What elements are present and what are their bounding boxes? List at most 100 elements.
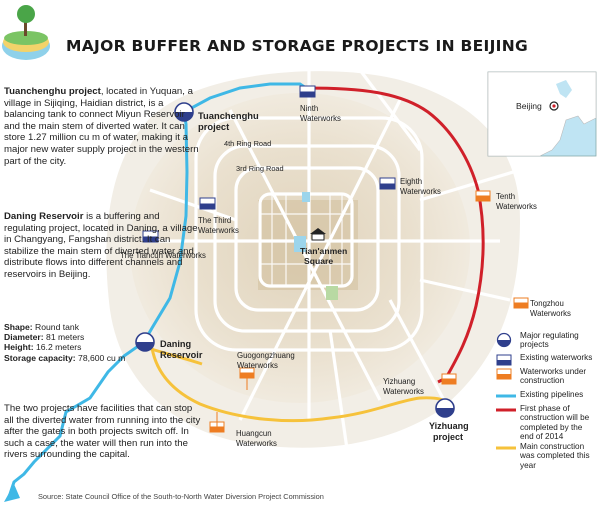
- map-label-yizhuang-waterworks: Yizhuang Waterworks: [383, 377, 424, 396]
- main-construction-line: [150, 347, 452, 423]
- yizhuang-waterworks-marker: [441, 373, 457, 385]
- third-ring-road: [234, 166, 380, 312]
- height-label: Height:: [4, 342, 34, 353]
- capacity-value: 78,600 cu m: [78, 352, 126, 363]
- map-label-ninth: Ninth Waterworks: [300, 104, 341, 123]
- legend-construction-waterworks-label: Waterworks under construction: [520, 367, 587, 386]
- svg-text:Yizhuang: Yizhuang: [429, 421, 469, 431]
- tuanchenghu-description: Tuanchenghu project, located in Yuquan, …: [4, 86, 202, 167]
- map-label-yizhuang-project: Yizhuang project: [429, 421, 469, 442]
- lake: [302, 192, 310, 202]
- map-label-guogongzhuang: Guogongzhuang Waterworks: [237, 351, 295, 370]
- map-label-daning: Daning Reservoir: [160, 339, 203, 360]
- first-phase-line: [305, 86, 485, 384]
- map-label-tiancun: The Tiancun Waterworks: [120, 251, 206, 260]
- legend-item-construction-waterworks: Waterworks under construction: [494, 367, 598, 390]
- map-label-tuanchenghu: Tuanchenghu project: [198, 110, 259, 132]
- shape-value: Round tank: [35, 322, 80, 332]
- svg-text:Waterworks: Waterworks: [496, 202, 537, 211]
- legend-item-existing-waterworks: Existing waterworks: [494, 353, 598, 367]
- svg-text:The Third: The Third: [198, 216, 231, 225]
- legend-item-first-phase: First phase of construction will be comp…: [494, 404, 598, 442]
- locator-inset-map: Beijing: [487, 71, 597, 157]
- main-construction-swatch-icon: [496, 446, 516, 450]
- daning-heading: Daning Reservoir: [4, 211, 84, 222]
- legend-item-pipelines: Existing pipelines: [494, 390, 598, 404]
- daning-description: Daning Reservoir is a buffering and regu…: [4, 211, 202, 281]
- map-label-tiananmen: Tian'anmen Square: [300, 246, 347, 266]
- legend-regulating-label: Major regulating projects: [520, 331, 579, 350]
- ninth-waterworks-marker: [299, 85, 316, 98]
- svg-text:Eighth: Eighth: [400, 177, 422, 186]
- park: [326, 286, 338, 300]
- pipeline-flow-arrow: [4, 484, 20, 502]
- svg-text:Tuanchenghu: Tuanchenghu: [198, 110, 259, 121]
- title-emblem-icon: [2, 5, 50, 60]
- yizhuang-project-marker: [435, 398, 455, 418]
- diameter-value: 81 meters: [46, 332, 85, 343]
- height-value: 16.2 meters: [36, 342, 82, 353]
- svg-text:Yizhuang: Yizhuang: [383, 377, 415, 386]
- lake: [294, 236, 306, 252]
- map-label-huangcun: Huangcun Waterworks: [236, 429, 277, 448]
- svg-text:Tenth: Tenth: [496, 192, 515, 201]
- tuanchenghu-project-marker: [174, 102, 194, 122]
- diameter-label: Diameter:: [4, 332, 44, 343]
- legend-pipelines-label: Existing pipelines: [520, 390, 584, 399]
- svg-text:Reservoir: Reservoir: [160, 350, 203, 360]
- svg-text:Waterworks: Waterworks: [300, 114, 341, 123]
- svg-text:Waterworks: Waterworks: [237, 361, 278, 370]
- fourth-ring-road: [213, 144, 401, 333]
- daning-reservoir-marker: [135, 332, 155, 352]
- eighth-waterworks-marker: [379, 177, 396, 190]
- map-label-eighth: Eighth Waterworks: [400, 177, 441, 196]
- legend-main-construction-label: Main construction was completed this yea…: [520, 442, 590, 470]
- legend-existing-waterworks-label: Existing waterworks: [520, 353, 593, 362]
- shape-label: Shape:: [4, 322, 33, 332]
- city-blocks: [260, 194, 352, 286]
- svg-text:project: project: [433, 432, 463, 442]
- page-title: MAJOR BUFFER AND STORAGE PROJECTS IN BEI…: [66, 37, 529, 55]
- svg-text:Tian'anmen: Tian'anmen: [300, 246, 347, 256]
- svg-text:Waterworks: Waterworks: [400, 187, 441, 196]
- construction-waterworks-icon: [496, 368, 512, 380]
- regulating-project-icon: [496, 332, 512, 348]
- map-label-tenth: Tenth Waterworks: [496, 192, 537, 211]
- existing-waterworks-icon: [496, 354, 512, 366]
- capacity-label: Storage capacity:: [4, 352, 76, 363]
- tongzhou-waterworks-marker: [513, 297, 529, 309]
- pipeline-swatch-icon: [496, 394, 516, 398]
- svg-text:project: project: [198, 121, 229, 132]
- svg-text:Waterworks: Waterworks: [198, 226, 239, 235]
- svg-text:Tongzhou: Tongzhou: [530, 299, 564, 308]
- tuanchenghu-body: , located in Yuquan, a village in Sijiqi…: [4, 86, 199, 167]
- legend-item-regulating: Major regulating projects: [494, 331, 598, 353]
- svg-text:Daning: Daning: [160, 339, 191, 349]
- svg-text:Guogongzhuang: Guogongzhuang: [237, 351, 295, 360]
- third-ring-road-label: 3rd Ring Road: [236, 164, 284, 173]
- reservoir-specs: Shape: Round tank Diameter: 81 meters He…: [4, 322, 125, 363]
- svg-text:Waterworks: Waterworks: [236, 439, 277, 448]
- legend-item-main-construction: Main construction was completed this yea…: [494, 442, 598, 470]
- svg-text:Waterworks: Waterworks: [383, 387, 424, 396]
- third-waterworks-marker: [199, 197, 216, 210]
- map-label-third: The Third Waterworks: [198, 216, 239, 235]
- existing-pipeline: [6, 82, 307, 501]
- svg-text:Ninth: Ninth: [300, 104, 318, 113]
- source-credit: Source: State Council Office of the Sout…: [38, 492, 324, 501]
- legend-first-phase-label: First phase of construction will be comp…: [520, 404, 590, 442]
- tiancun-waterworks-marker: [142, 230, 159, 243]
- tuanchenghu-heading: Tuanchenghu project: [4, 86, 101, 97]
- map-legend: Major regulating projects Existing water…: [494, 331, 598, 470]
- svg-text:Huangcun: Huangcun: [236, 429, 272, 438]
- svg-text:Waterworks: Waterworks: [530, 309, 571, 318]
- locator-beijing-label: Beijing: [516, 101, 542, 111]
- bottom-description: The two projects have facilities that ca…: [4, 403, 201, 461]
- first-phase-swatch-icon: [496, 408, 516, 412]
- svg-text:Square: Square: [304, 256, 333, 266]
- map-label-tongzhou: Tongzhou Waterworks: [530, 299, 571, 318]
- fourth-ring-road-label: 4th Ring Road: [224, 139, 271, 148]
- tiananmen-icon: [310, 228, 326, 241]
